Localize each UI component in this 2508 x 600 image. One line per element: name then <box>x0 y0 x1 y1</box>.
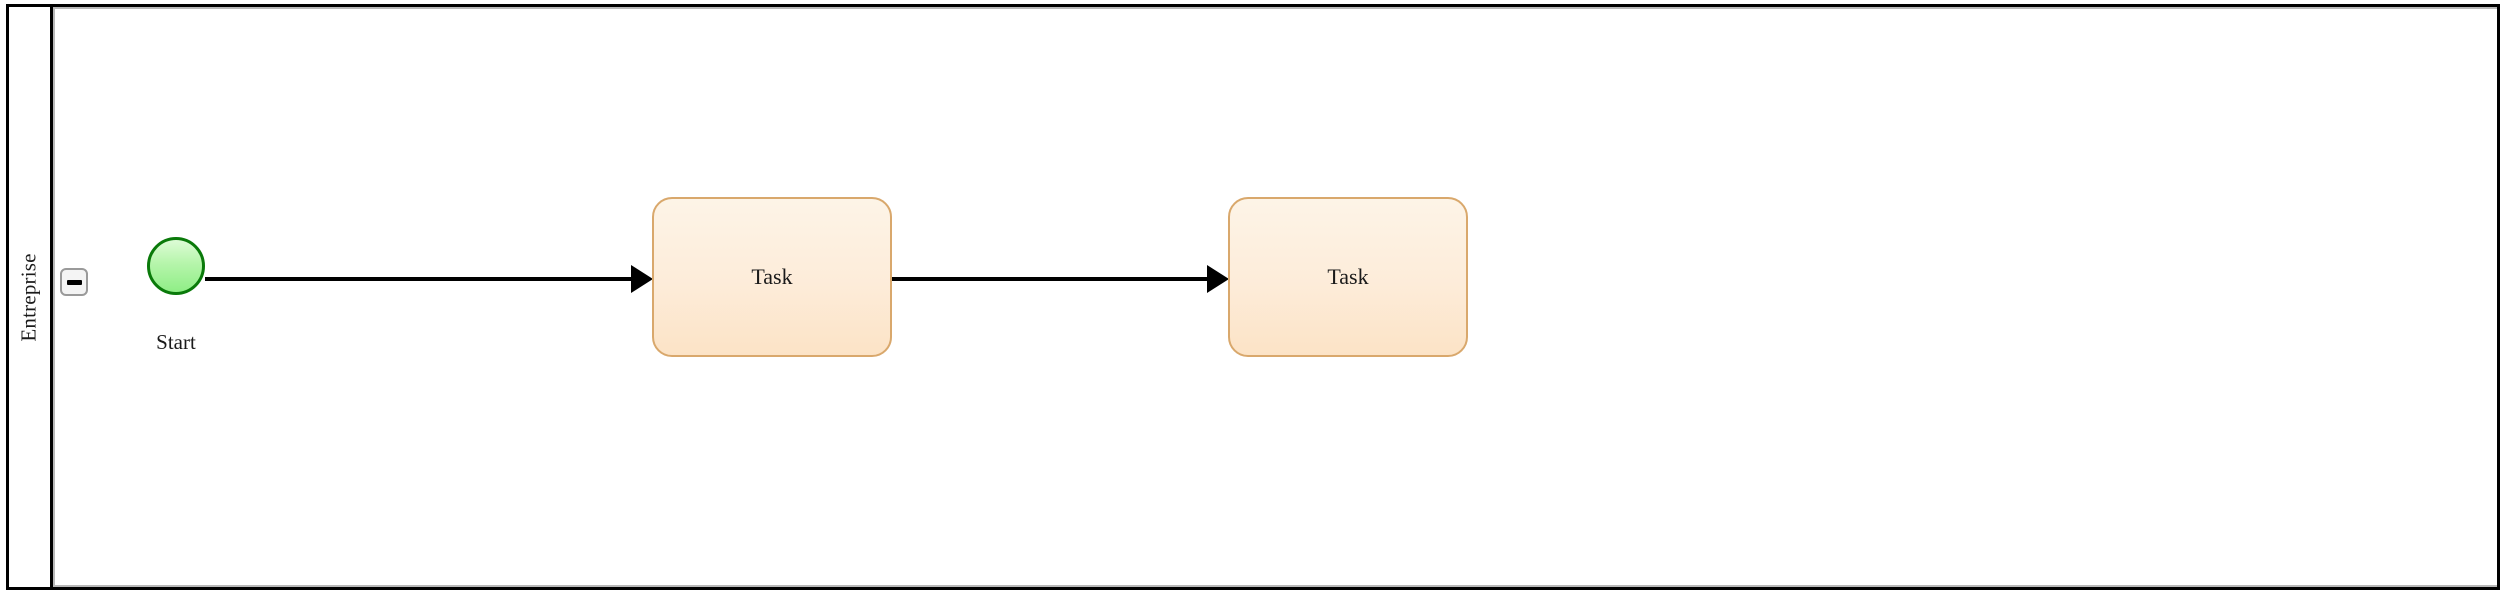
pool-title: Entreprise <box>17 252 42 342</box>
pool-entreprise[interactable]: Entreprise <box>6 4 2500 590</box>
arrow-head-icon <box>1207 265 1229 293</box>
start-event-label: Start <box>156 330 196 354</box>
task-node-2[interactable]: Task <box>1228 197 1468 357</box>
start-event-node[interactable] <box>147 237 205 295</box>
pool-collapse-button[interactable] <box>60 268 88 296</box>
sequence-flow-task1-to-task2[interactable] <box>892 277 1213 281</box>
task-node-1[interactable]: Task <box>652 197 892 357</box>
task-label: Task <box>1327 264 1369 289</box>
pool-header[interactable]: Entreprise <box>9 7 53 587</box>
task-label: Task <box>751 264 793 289</box>
minus-icon <box>66 279 82 285</box>
sequence-flow-start-to-task1[interactable] <box>205 277 637 281</box>
arrow-head-icon <box>631 265 653 293</box>
